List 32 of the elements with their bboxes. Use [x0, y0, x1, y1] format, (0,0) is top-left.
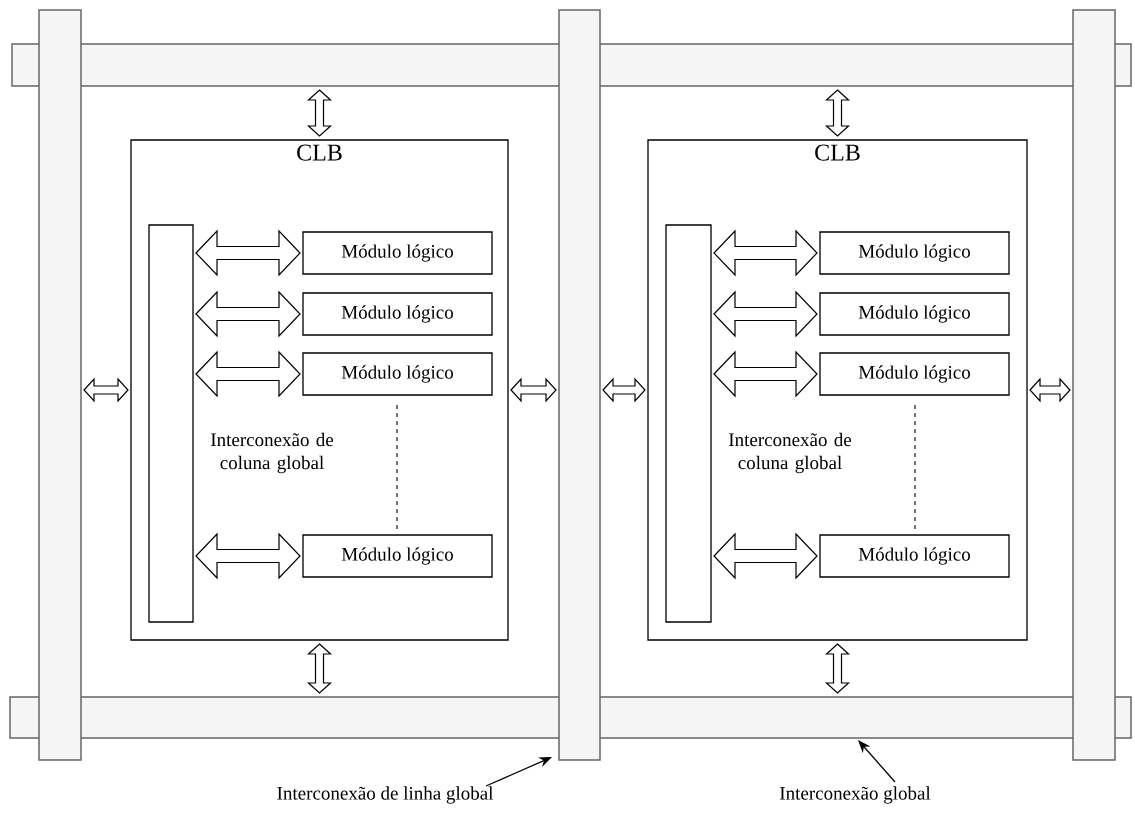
leader-arrow — [858, 740, 896, 783]
interconnect-bar — [38, 9, 82, 761]
double-arrow — [824, 89, 851, 137]
double-arrow — [824, 643, 851, 694]
column-label: Interconexão de coluna global — [729, 432, 852, 474]
module-box: Módulo lógico — [819, 231, 1010, 275]
caption-text: Interconexão de linha global — [277, 786, 494, 804]
column-label: Interconexão de coluna global — [211, 432, 334, 474]
double-arrow — [83, 377, 129, 403]
interconnect-bar — [1072, 9, 1116, 761]
interconnect-bar — [558, 9, 601, 761]
module-box: Módulo lógico — [819, 534, 1010, 578]
double-arrow — [306, 89, 333, 137]
caption-text: Interconexão global — [780, 786, 931, 804]
double-arrow — [195, 229, 301, 277]
double-arrow — [602, 377, 646, 403]
module-box: Módulo lógico — [819, 352, 1010, 396]
module-box: Módulo lógico — [302, 534, 493, 578]
module-box: Módulo lógico — [302, 352, 493, 396]
double-arrow — [713, 290, 818, 338]
double-arrow — [713, 350, 818, 398]
double-arrow — [510, 377, 557, 403]
double-arrow — [1029, 377, 1071, 403]
double-arrow — [195, 350, 301, 398]
double-arrow — [195, 532, 301, 580]
double-arrow — [713, 229, 818, 277]
double-arrow — [306, 643, 333, 694]
double-arrow — [713, 532, 818, 580]
module-box: Módulo lógico — [819, 292, 1010, 336]
double-arrow — [195, 290, 301, 338]
module-box: Módulo lógico — [302, 231, 493, 275]
module-box: Módulo lógico — [302, 292, 493, 336]
